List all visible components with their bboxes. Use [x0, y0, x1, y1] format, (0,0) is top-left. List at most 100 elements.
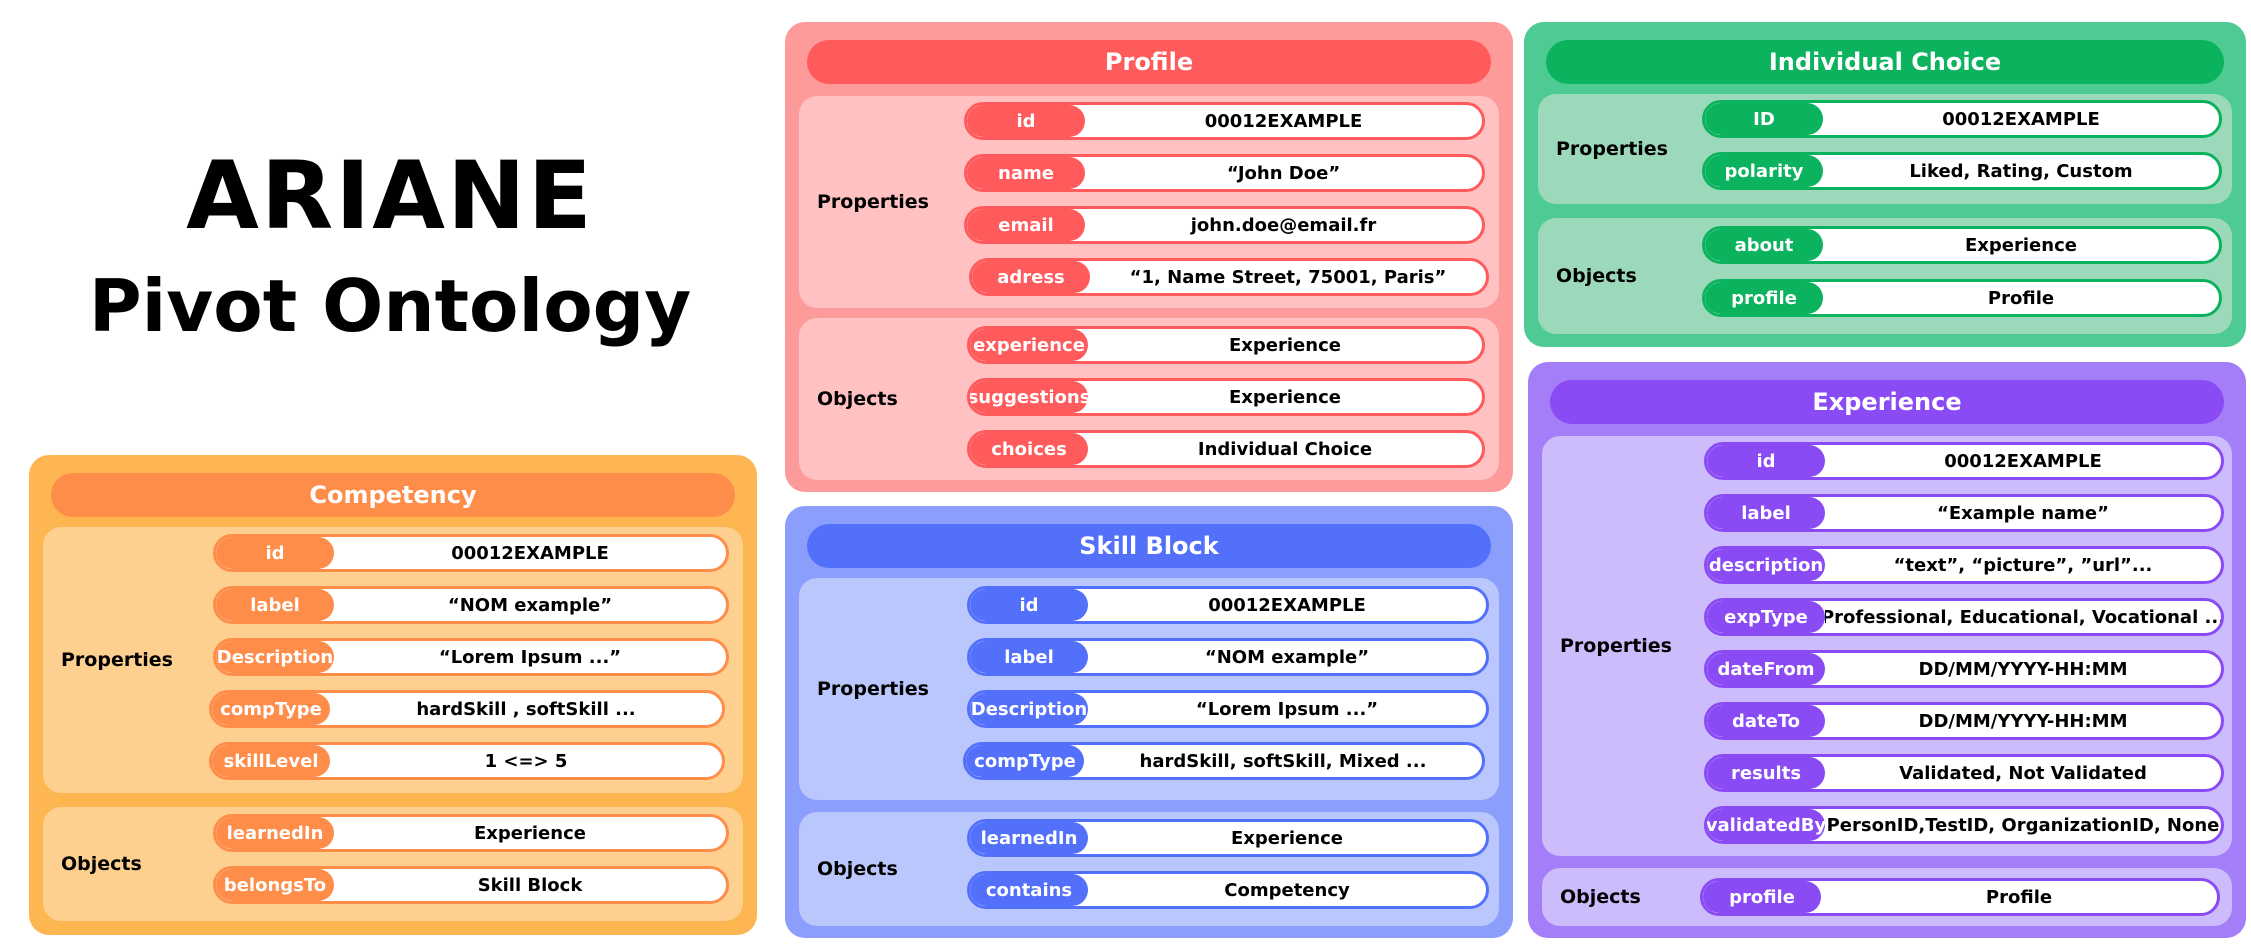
- objects-label: Objects: [817, 388, 898, 410]
- property-row-description: description “text”, “picture”, ”url”...: [1704, 546, 2224, 584]
- object-key: learnedIn: [216, 817, 334, 849]
- object-key: belongsTo: [216, 869, 334, 901]
- object-row-learnedin: learnedIn Experience: [213, 814, 729, 852]
- property-value: “John Doe”: [1226, 162, 1341, 184]
- property-value: hardSkill, softSkill, Mixed ...: [1139, 750, 1427, 772]
- objects-label: Objects: [1560, 886, 1641, 908]
- property-row-comptype: compType hardSkill , softSkill ...: [209, 690, 725, 728]
- object-row-profile: profile Profile: [1702, 279, 2222, 317]
- property-value: DD/MM/YYYY-HH:MM: [1918, 710, 2128, 732]
- property-key: id: [216, 537, 334, 569]
- object-row-learnedin: learnedIn Experience: [967, 819, 1489, 857]
- experience-objects-section: Objects profile Profile: [1542, 868, 2232, 926]
- property-row-label: label “Example name”: [1704, 494, 2224, 532]
- property-key: email: [967, 209, 1085, 241]
- property-value: DD/MM/YYYY-HH:MM: [1918, 658, 2128, 680]
- property-row-id: id 00012EXAMPLE: [213, 534, 729, 572]
- property-row-datefrom: dateFrom DD/MM/YYYY-HH:MM: [1704, 650, 2224, 688]
- property-row-label: label “NOM example”: [213, 586, 729, 624]
- object-key: choices: [970, 433, 1088, 465]
- object-value: Experience: [1231, 827, 1343, 849]
- property-row-name: name “John Doe”: [964, 154, 1485, 192]
- property-row-comptype: compType hardSkill, softSkill, Mixed ...: [963, 742, 1485, 780]
- object-key: suggestions: [970, 381, 1090, 413]
- object-row-choices: choices Individual Choice: [967, 430, 1485, 468]
- object-row-profile: profile Profile: [1700, 878, 2220, 916]
- object-key: about: [1705, 229, 1823, 261]
- object-value: Experience: [1229, 334, 1341, 356]
- object-row-about: about Experience: [1702, 226, 2222, 264]
- property-row-results: results Validated, Not Validated: [1704, 754, 2224, 792]
- property-key: validatedBy: [1707, 809, 1826, 841]
- property-row-id: ID 00012EXAMPLE: [1702, 100, 2222, 138]
- title-sub: Pivot Ontology: [88, 264, 692, 348]
- property-value: john.doe@email.fr: [1190, 214, 1377, 236]
- property-key: results: [1707, 757, 1825, 789]
- object-row-contains: contains Competency: [967, 871, 1489, 909]
- object-value: Skill Block: [477, 874, 583, 896]
- property-key: Description: [970, 693, 1088, 725]
- property-row-id: id 00012EXAMPLE: [967, 586, 1489, 624]
- experience-card: Experience Properties id 00012EXAMPLE la…: [1528, 362, 2246, 938]
- property-value: “1, Name Street, 75001, Paris”: [1129, 266, 1447, 288]
- profile-header: Profile: [807, 40, 1491, 84]
- object-key: learnedIn: [970, 822, 1088, 854]
- property-value: “text”, “picture”, ”url”...: [1893, 554, 2153, 576]
- property-key: description: [1707, 549, 1825, 581]
- property-value: “NOM example”: [1204, 646, 1370, 668]
- properties-label: Properties: [61, 649, 173, 671]
- competency-card: Competency Properties id 00012EXAMPLE la…: [29, 455, 757, 935]
- experience-header: Experience: [1550, 380, 2224, 424]
- object-row-suggestions: suggestions Experience: [967, 378, 1485, 416]
- competency-properties-section: Properties id 00012EXAMPLE label “NOM ex…: [43, 527, 743, 793]
- property-key: expType: [1707, 601, 1825, 633]
- object-value: Profile: [1987, 287, 2055, 309]
- object-value: Profile: [1985, 886, 2053, 908]
- profile-objects-section: Objects experience Experience suggestion…: [799, 318, 1499, 480]
- skill-block-objects-section: Objects learnedIn Experience contains Co…: [799, 812, 1499, 926]
- property-key: dateTo: [1707, 705, 1825, 737]
- skill-block-header: Skill Block: [807, 524, 1491, 568]
- objects-label: Objects: [1556, 265, 1637, 287]
- individual-choice-header: Individual Choice: [1546, 40, 2224, 84]
- property-key: label: [970, 641, 1088, 673]
- property-key: dateFrom: [1707, 653, 1825, 685]
- property-value: Professional, Educational, Vocational ..…: [1825, 606, 2221, 628]
- profile-properties-section: Properties id 00012EXAMPLE name “John Do…: [799, 96, 1499, 308]
- object-value: Experience: [474, 822, 586, 844]
- individual-choice-properties-section: Properties ID 00012EXAMPLE polarity Like…: [1538, 94, 2232, 204]
- competency-header: Competency: [51, 473, 735, 517]
- objects-label: Objects: [61, 853, 142, 875]
- property-row-id: id 00012EXAMPLE: [1704, 442, 2224, 480]
- title-block: ARIANE Pivot Ontology: [80, 142, 700, 348]
- property-key: label: [216, 589, 334, 621]
- property-value: “NOM example”: [447, 594, 613, 616]
- property-key: compType: [212, 693, 330, 725]
- skill-block-properties-section: Properties id 00012EXAMPLE label “NOM ex…: [799, 578, 1499, 800]
- title-main: ARIANE: [186, 142, 594, 251]
- experience-properties-section: Properties id 00012EXAMPLE label “Exampl…: [1542, 436, 2232, 856]
- properties-label: Properties: [817, 191, 929, 213]
- property-row-skilllevel: skillLevel 1 <=> 5: [209, 742, 725, 780]
- property-row-label: label “NOM example”: [967, 638, 1489, 676]
- property-value: hardSkill , softSkill ...: [416, 698, 636, 720]
- property-row-description: Description “Lorem Ipsum ...”: [213, 638, 729, 676]
- property-row-adress: adress “1, Name Street, 75001, Paris”: [969, 258, 1489, 296]
- property-value: 00012EXAMPLE: [1204, 110, 1363, 132]
- objects-label: Objects: [817, 858, 898, 880]
- property-value: 00012EXAMPLE: [1208, 594, 1366, 616]
- property-row-dateto: dateTo DD/MM/YYYY-HH:MM: [1704, 702, 2224, 740]
- property-key: polarity: [1705, 155, 1823, 187]
- property-value: “Lorem Ipsum ...”: [438, 646, 622, 668]
- property-value: 00012EXAMPLE: [1944, 450, 2102, 472]
- competency-objects-section: Objects learnedIn Experience belongsTo S…: [43, 807, 743, 921]
- object-key: experience: [970, 329, 1088, 361]
- object-key: profile: [1703, 881, 1821, 913]
- property-row-description: Description “Lorem Ipsum ...”: [967, 690, 1489, 728]
- property-key: skillLevel: [212, 745, 330, 777]
- property-value: 1 <=> 5: [484, 750, 568, 772]
- property-row-email: email john.doe@email.fr: [964, 206, 1485, 244]
- object-row-belongsto: belongsTo Skill Block: [213, 866, 729, 904]
- properties-label: Properties: [1560, 635, 1672, 657]
- profile-card: Profile Properties id 00012EXAMPLE name …: [785, 22, 1513, 492]
